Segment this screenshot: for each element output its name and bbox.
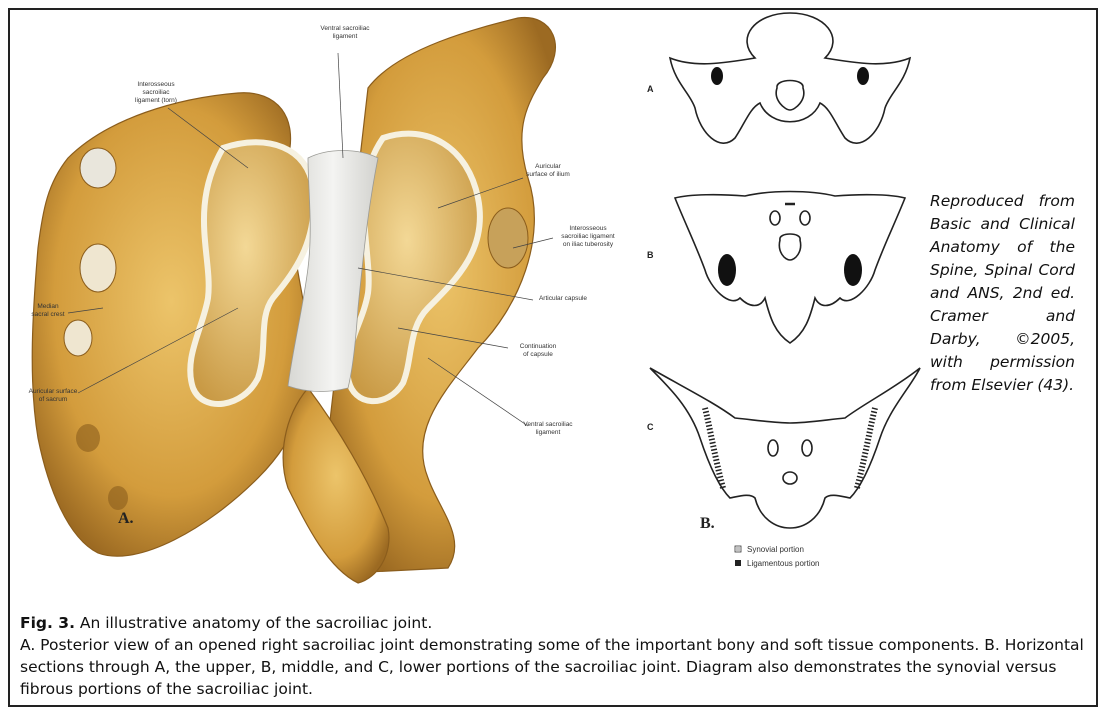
panel-b-letter: B. bbox=[700, 515, 715, 532]
caption-label: Fig. 3. bbox=[20, 614, 75, 632]
legend-ligamentous-swatch bbox=[735, 560, 741, 566]
row-letter-b: B bbox=[647, 250, 654, 260]
panel-b-sections: A B C B. Synovial portion Ligamentous po… bbox=[645, 8, 925, 590]
panel-b-legend: Synovial portion Ligamentous portion bbox=[735, 545, 820, 568]
figure-caption: Fig. 3. An illustrative anatomy of the s… bbox=[20, 612, 1090, 700]
section-c bbox=[650, 368, 920, 528]
legend-ligamentous-label: Ligamentous portion bbox=[747, 559, 820, 568]
caption-body: A. Posterior view of an opened right sac… bbox=[20, 634, 1090, 700]
sacral-foramen-1 bbox=[80, 244, 116, 292]
section-a bbox=[670, 13, 910, 143]
sacral-foramen-3 bbox=[76, 424, 100, 452]
torn-ligament-area bbox=[80, 148, 116, 188]
section-b bbox=[675, 192, 905, 344]
iliac-tuberosity-ligament bbox=[488, 208, 528, 268]
caption-title-line: Fig. 3. An illustrative anatomy of the s… bbox=[20, 612, 1090, 634]
row-letter-c: C bbox=[647, 422, 654, 432]
caption-title: An illustrative anatomy of the sacroilia… bbox=[75, 614, 432, 632]
reproduced-note: Reproduced from Basic and Clinical Anato… bbox=[930, 190, 1075, 397]
legend-synovial-swatch bbox=[735, 546, 741, 552]
sacral-foramen-2 bbox=[64, 320, 92, 356]
row-letter-a: A bbox=[647, 84, 654, 94]
label-articular-capsule: Articular capsule bbox=[539, 295, 587, 302]
legend-synovial-label: Synovial portion bbox=[747, 545, 804, 554]
sacral-foramen-4 bbox=[108, 486, 128, 510]
panel-a-letter: A. bbox=[118, 510, 134, 527]
